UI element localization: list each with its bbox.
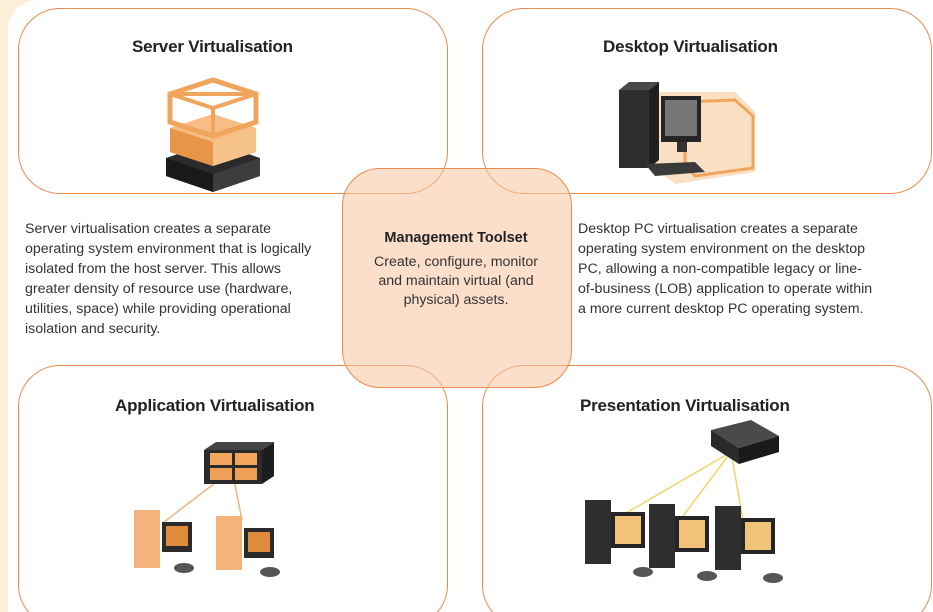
application-virtualisation-icon [134, 442, 280, 577]
server-virtualisation-description: Server virtualisation creates a separate… [25, 221, 312, 337]
desktop-virtualisation-icon [619, 82, 755, 184]
application-virtualisation-card [18, 365, 448, 612]
server-virtualisation-card [18, 8, 448, 194]
server-virtualisation-icon [166, 77, 260, 192]
presentation-virtualisation-title: Presentation Virtualisation [580, 396, 790, 415]
management-toolset-box [342, 168, 572, 388]
presentation-virtualisation-icon [585, 420, 783, 583]
presentation-virtualisation-card [482, 365, 932, 612]
server-virtualisation-title: Server Virtualisation [132, 37, 293, 56]
diagram-canvas: Server Virtualisation Desktop Virtualisa… [8, 0, 933, 612]
application-virtualisation-title: Application Virtualisation [115, 396, 315, 415]
desktop-virtualisation-description: Desktop PC virtualisation creates a sepa… [578, 221, 873, 317]
management-toolset-title: Management Toolset [384, 230, 528, 246]
management-toolset-description: Create, configure, monitor and maintain … [373, 254, 539, 308]
desktop-virtualisation-card [482, 8, 932, 194]
desktop-virtualisation-title: Desktop Virtualisation [603, 37, 778, 56]
